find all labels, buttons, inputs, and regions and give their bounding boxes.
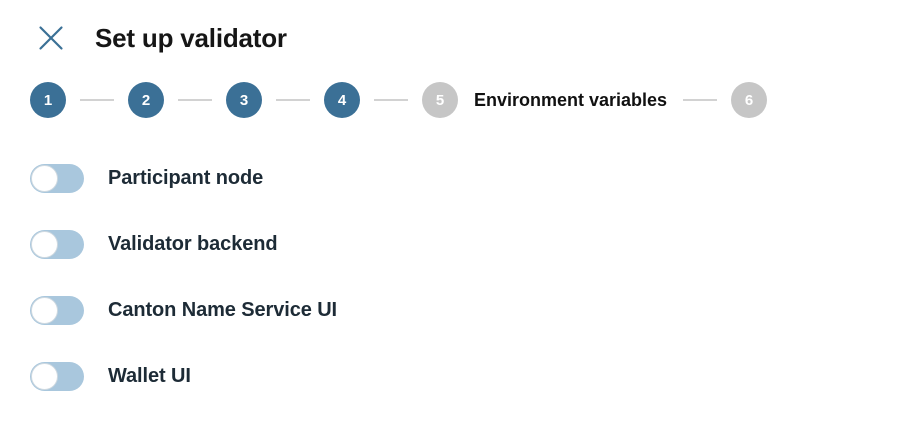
toggle-label-participant-node: Participant node [108,167,264,189]
step-number-2[interactable]: 2 [128,82,164,118]
toggle-knob [31,230,58,258]
toggle-label-wallet-ui: Wallet UI [108,365,191,387]
toggle-label-canton-name-service-ui: Canton Name Service UI [108,299,337,321]
stepper-connector-5 [683,99,718,101]
stepper-step-3[interactable]: 3 [226,82,262,118]
close-button[interactable] [30,17,72,59]
toggle-row-participant-node: Participant node [30,145,900,211]
toggle-row-canton-name-service-ui: Canton Name Service UI [30,277,900,343]
toggle-wallet-ui[interactable] [30,361,84,391]
stepper-connector-2 [178,99,212,101]
environment-variables-toggle-list: Participant node Validator backend Canto… [30,145,900,409]
step-number-4[interactable]: 4 [324,82,360,118]
stepper-connector-3 [276,99,310,101]
step-label-5: Environment variables [474,90,668,110]
stepper-step-6[interactable]: 6 [731,82,768,118]
stepper-step-2[interactable]: 2 [128,82,164,118]
toggle-knob [31,296,58,324]
step-number-6[interactable]: 6 [731,82,768,118]
toggle-knob [31,164,58,192]
toggle-label-validator-backend: Validator backend [108,233,278,255]
close-icon [38,25,64,51]
toggle-knob [31,362,58,390]
stepper-step-4[interactable]: 4 [324,82,360,118]
stepper-connector-1 [80,99,114,101]
stepper-connector-4 [374,99,408,101]
step-number-1[interactable]: 1 [30,82,66,118]
stepper-step-5[interactable]: 5 Environment variables [422,82,669,118]
dialog-header: Set up validator [0,0,924,76]
toggle-row-validator-backend: Validator backend [30,211,900,277]
toggle-participant-node[interactable] [30,163,84,193]
toggle-canton-name-service-ui[interactable] [30,295,84,325]
setup-stepper: 1 2 3 4 5 Environment variables 6 [30,82,768,118]
stepper-step-1[interactable]: 1 [30,82,66,118]
step-number-3[interactable]: 3 [226,82,262,118]
toggle-validator-backend[interactable] [30,229,84,259]
toggle-row-wallet-ui: Wallet UI [30,343,900,409]
page-title: Set up validator [95,23,287,53]
step-number-5[interactable]: 5 [422,82,458,118]
